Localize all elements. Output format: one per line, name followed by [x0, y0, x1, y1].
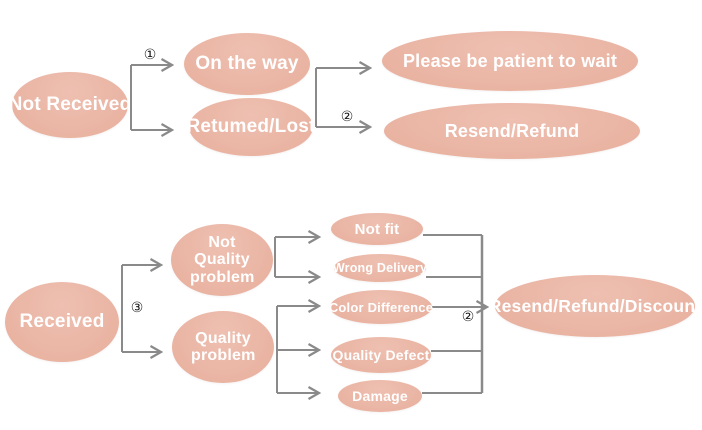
node-label: Resend/Refund/Discount [488, 295, 702, 316]
node-label: Wrong Delivery [332, 261, 428, 275]
step-2-badge-bottom: ② [461, 309, 475, 325]
node-received: Received [5, 282, 119, 362]
node-label: Please be patient to wait [402, 50, 618, 71]
node-returned-lost: Retumed/Lost [186, 98, 316, 156]
node-label: Quality problem [191, 329, 256, 364]
node-on-the-way: On the way [184, 33, 310, 95]
node-quality-problem: Quality problem [172, 311, 274, 383]
node-damage: Damage [338, 380, 422, 412]
node-label: Damage [352, 388, 408, 404]
node-quality-defect: Quality Defect [331, 337, 431, 373]
node-label: Not Quality problem [190, 234, 255, 286]
node-label: Received [19, 311, 105, 332]
node-label: Not Received [8, 94, 132, 115]
node-not-quality-problem: Not Quality problem [171, 224, 273, 296]
node-not-fit: Not fit [331, 213, 423, 245]
node-wrong-delivery: Wrong Delivery [332, 254, 428, 282]
node-label: Quality Defect [332, 347, 430, 363]
node-label: Not fit [354, 220, 400, 238]
node-label: On the way [195, 53, 299, 74]
node-color-difference: Color Difference [328, 290, 434, 324]
node-please-be-patient: Please be patient to wait [382, 31, 638, 91]
node-label: Retumed/Lost [186, 116, 316, 137]
node-not-received: Not Received [9, 72, 131, 138]
node-resend-refund-discount: Resend/Refund/Discount [489, 275, 701, 337]
node-resend-refund: Resend/Refund [384, 103, 640, 159]
step-2-badge-top: ② [340, 109, 354, 125]
step-3-badge: ③ [130, 300, 144, 316]
node-label: Resend/Refund [444, 120, 580, 141]
step-1-badge: ① [143, 47, 157, 63]
node-label: Color Difference [328, 299, 434, 315]
